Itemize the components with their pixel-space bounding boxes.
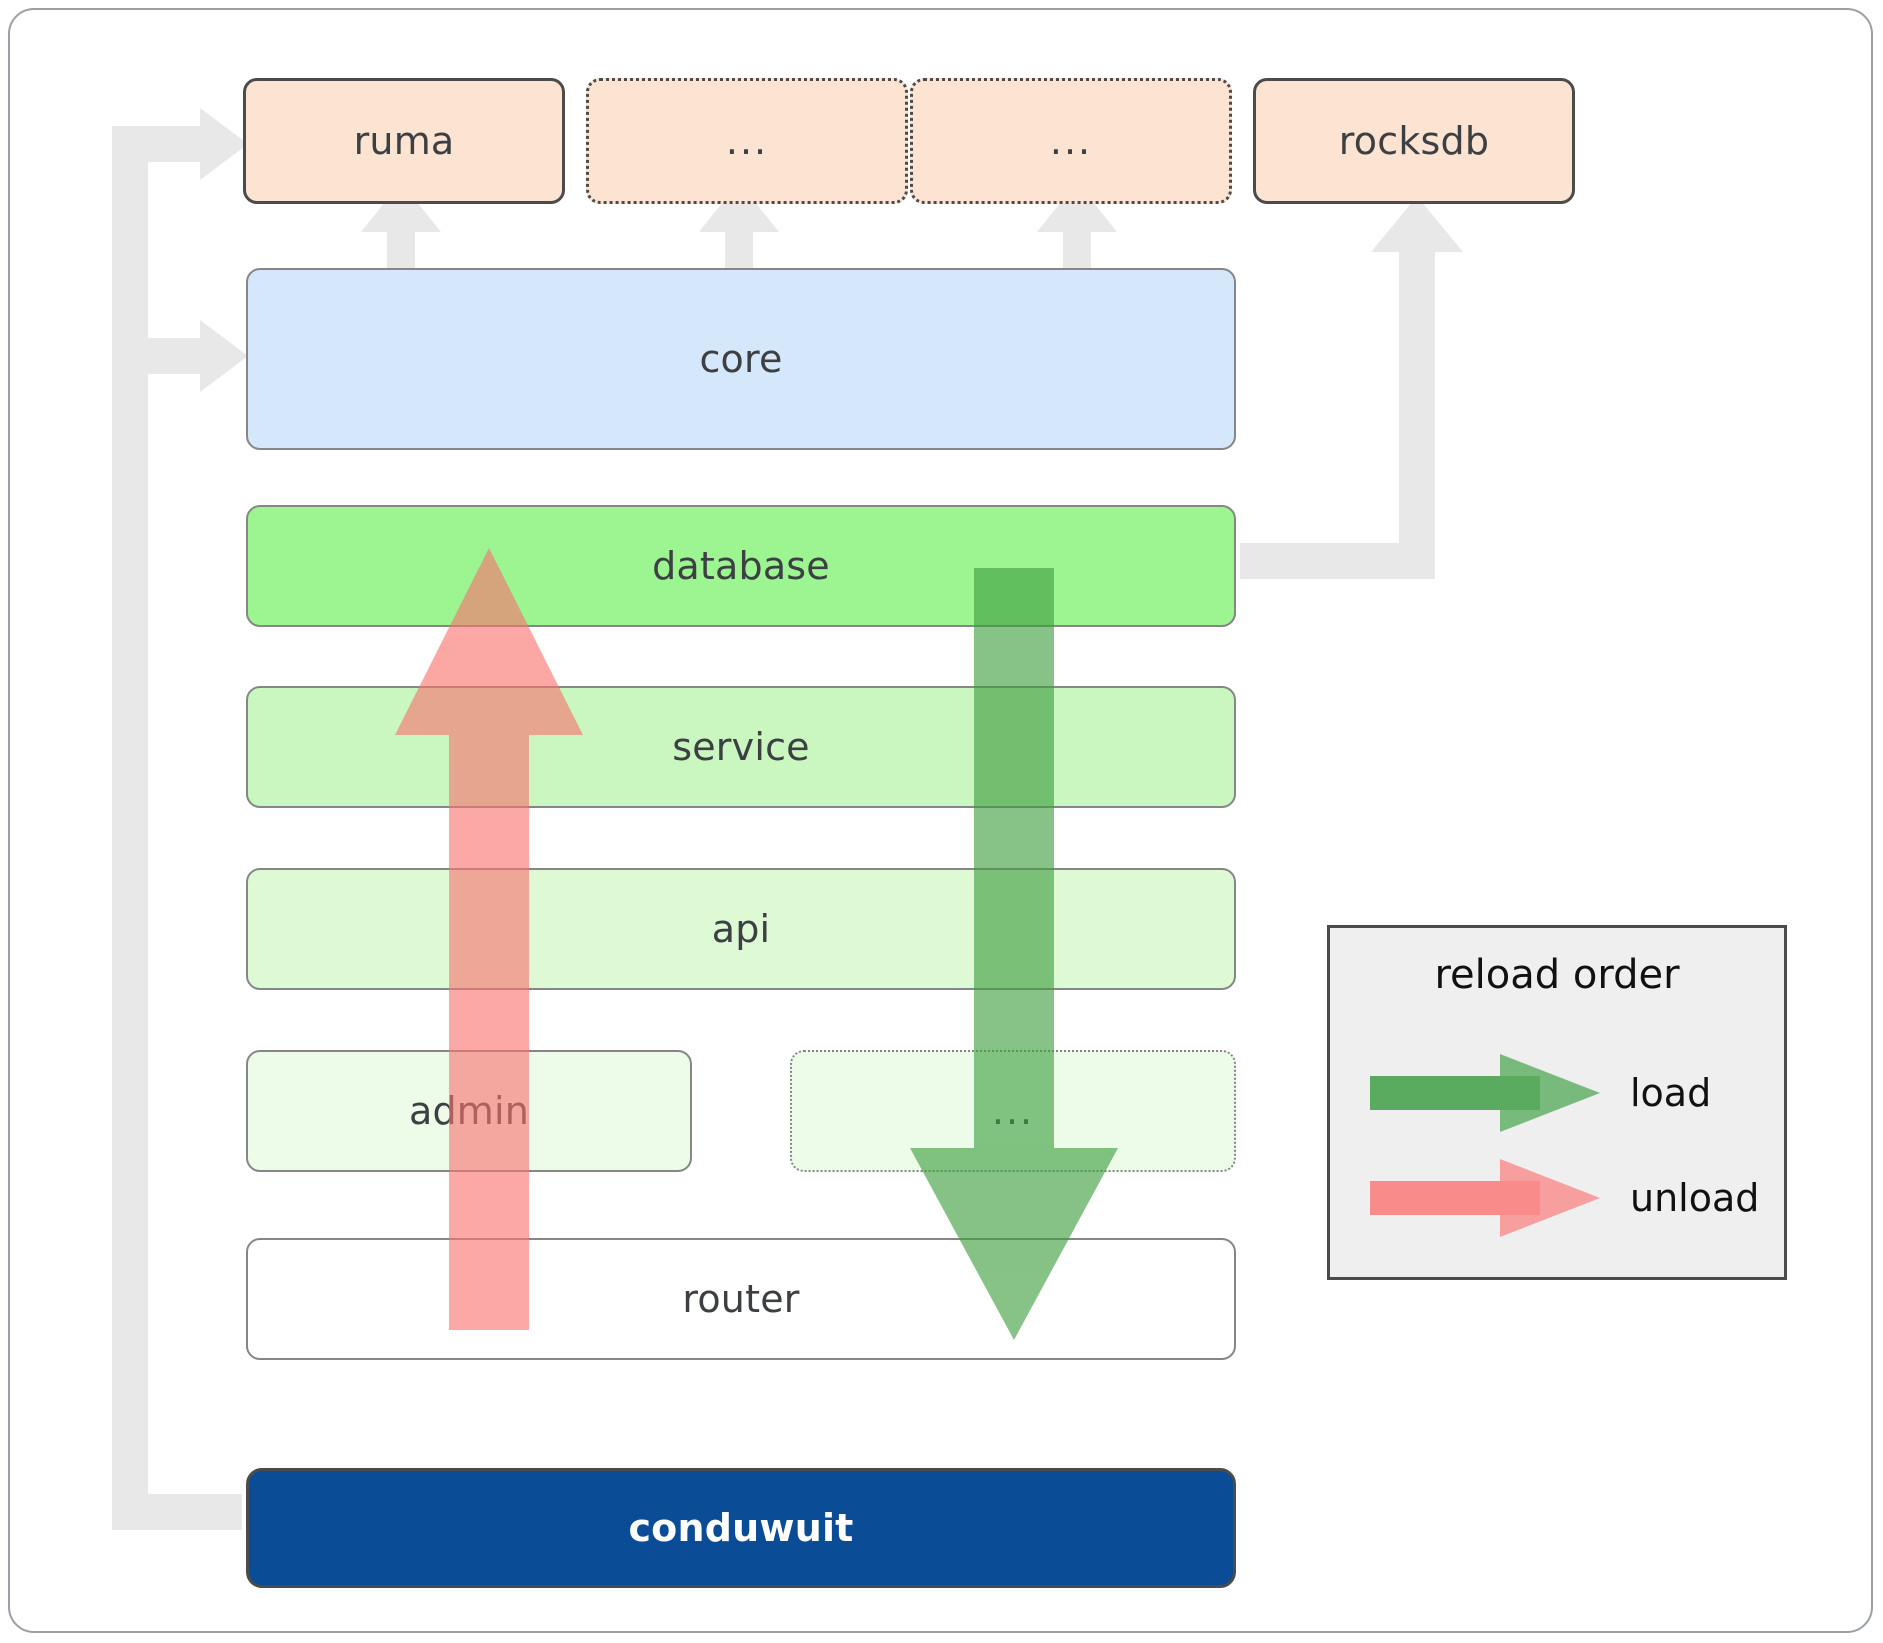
legend-load-label: load [1630,1071,1712,1115]
node-rocksdb[interactable]: rocksdb [1253,78,1575,204]
node-api-label: api [711,907,771,951]
node-rocksdb-label: rocksdb [1338,119,1490,163]
node-conduwuit-label: conduwuit [628,1506,854,1550]
node-database-label: database [652,544,830,588]
node-router-label: router [682,1277,800,1321]
legend-row-load: load [1330,1048,1784,1138]
legend-panel: reload order load unload [1327,925,1787,1280]
node-conduwuit[interactable]: conduwuit [246,1468,1236,1588]
node-dots-1-label: ... [725,119,769,163]
node-router[interactable]: router [246,1238,1236,1360]
legend-row-unload: unload [1330,1153,1784,1243]
node-admin-dots-label: ... [991,1089,1035,1133]
diagram-frame [8,8,1873,1633]
node-admin-label: admin [408,1089,530,1133]
node-dots-1[interactable]: ... [586,78,908,204]
node-admin-dots[interactable]: ... [790,1050,1236,1172]
node-api[interactable]: api [246,868,1236,990]
node-service-label: service [672,725,810,769]
legend-unload-arrow-icon [1370,1159,1600,1237]
node-ruma-label: ruma [353,119,455,163]
legend-load-arrow-icon [1370,1054,1600,1132]
node-core-label: core [699,337,783,381]
node-dots-2[interactable]: ... [910,78,1232,204]
node-service[interactable]: service [246,686,1236,808]
legend-title: reload order [1434,952,1680,998]
node-core[interactable]: core [246,268,1236,450]
legend-unload-label: unload [1630,1176,1760,1220]
node-database[interactable]: database [246,505,1236,627]
node-ruma[interactable]: ruma [243,78,565,204]
node-dots-2-label: ... [1049,119,1093,163]
node-admin[interactable]: admin [246,1050,692,1172]
